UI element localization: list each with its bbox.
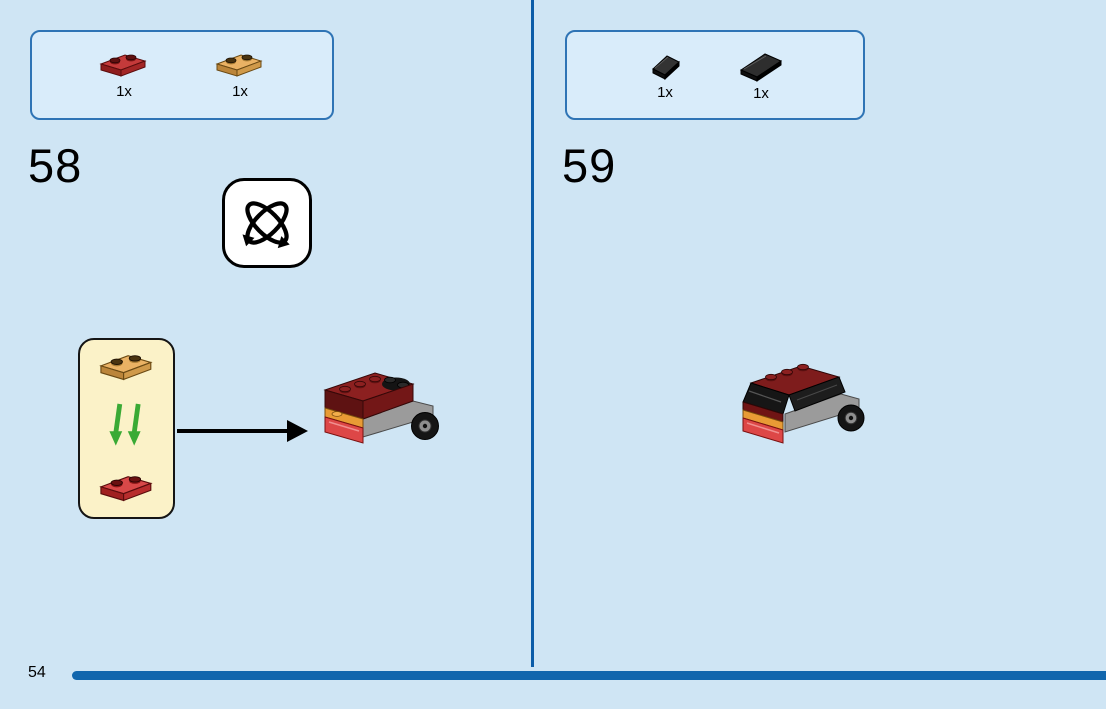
panel-divider bbox=[531, 0, 534, 667]
part-black-slope-large: 1x bbox=[735, 48, 787, 102]
callout-arrow-line bbox=[177, 429, 289, 433]
page-number: 54 bbox=[28, 664, 46, 681]
callout-arrow-head bbox=[287, 420, 308, 442]
black-slope-small-icon bbox=[652, 55, 680, 81]
rotate-model-icon bbox=[222, 178, 312, 268]
bottom-bar bbox=[72, 671, 1106, 680]
assembly-image-58 bbox=[323, 372, 439, 444]
black-slope-large-icon bbox=[739, 53, 783, 82]
assembly-image-59 bbox=[742, 363, 865, 444]
part-black-slope-small: 1x bbox=[643, 49, 687, 101]
parts-box-58: 1x 1x bbox=[30, 30, 334, 120]
assembly-callout bbox=[78, 338, 175, 519]
part-count: 1x bbox=[116, 83, 132, 100]
parts-box-59: 1x 1x bbox=[565, 30, 865, 120]
step-number-58: 58 bbox=[28, 139, 83, 192]
part-count: 1x bbox=[657, 84, 673, 101]
green-down-arrows-icon bbox=[108, 403, 141, 446]
part-trans-red-plate: 1x bbox=[95, 50, 153, 100]
part-count: 1x bbox=[753, 85, 769, 102]
rotate-arrows-icon bbox=[242, 201, 290, 249]
trans-red-plate-icon bbox=[99, 54, 147, 77]
callout-trans-red-plate-icon bbox=[98, 476, 153, 502]
part-count: 1x bbox=[232, 83, 248, 100]
tan-plate-icon bbox=[215, 54, 263, 77]
part-tan-plate: 1x bbox=[211, 50, 269, 100]
step-number-59: 59 bbox=[562, 139, 617, 192]
callout-tan-plate-icon bbox=[98, 355, 153, 381]
